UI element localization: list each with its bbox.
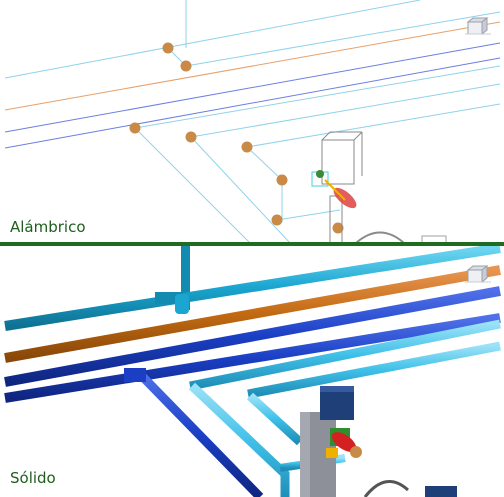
wire-pipe-blue-2 <box>4 57 501 149</box>
fitting-sphere <box>129 122 141 134</box>
solid-pipe-blue-1 <box>4 286 501 387</box>
fitting-sphere <box>271 214 283 226</box>
wire-equipment <box>321 131 363 243</box>
solid-pipe-blue-branch <box>136 370 264 497</box>
solid-blue-fitting <box>124 368 146 382</box>
wire-pipe-4 <box>246 103 501 148</box>
fitting-spheres <box>129 42 344 234</box>
solid-box <box>425 486 457 497</box>
solid-view-label: Sólido <box>10 469 56 487</box>
wireframe-viewport[interactable]: Alámbrico <box>0 0 504 243</box>
solid-ring <box>363 480 410 497</box>
wire-pipe-orange <box>4 21 501 111</box>
solid-drawing <box>4 246 501 497</box>
wire-pipe-2 <box>134 65 501 129</box>
fitting-sphere <box>185 131 197 143</box>
fitting-sphere <box>241 141 253 153</box>
wire-valve <box>311 170 357 209</box>
viewport-divider[interactable] <box>0 242 504 246</box>
solid-drop-tee <box>175 294 189 314</box>
solid-pipe-orange <box>4 265 501 363</box>
wire-box <box>421 235 447 243</box>
wire-pipe-1c <box>185 11 501 67</box>
wire-pipe-2b <box>134 127 251 243</box>
wire-pipe-3 <box>190 83 501 138</box>
solid-pipe-blue-2 <box>4 313 501 403</box>
fitting-sphere <box>332 222 344 234</box>
solid-pipe-light-1 <box>189 319 501 391</box>
fitting-sphere <box>162 42 174 54</box>
solid-equipment <box>300 386 362 497</box>
wire-pipe-blue-1 <box>4 42 501 133</box>
wireframe-drawing <box>4 0 501 243</box>
view-cube-icon <box>465 264 491 284</box>
wire-pipe-5 <box>276 209 341 221</box>
solid-viewport[interactable]: Sólido <box>0 246 504 497</box>
fitting-sphere <box>180 60 192 72</box>
view-cube-icon <box>465 16 491 36</box>
wireframe-view-label: Alámbrico <box>10 218 86 236</box>
solid-pipe-cyan <box>4 246 501 331</box>
solid-pipe-light-1b <box>188 382 290 497</box>
solid-vertical-pipe <box>181 246 190 310</box>
solid-pipe-light-2b <box>246 392 304 446</box>
fitting-sphere <box>276 174 288 186</box>
solid-pipe-light-2 <box>247 341 501 399</box>
wire-pipe-4b <box>246 146 283 181</box>
wire-ring <box>355 231 405 243</box>
wire-pipe-1 <box>4 0 421 79</box>
wire-pipe-3b <box>190 136 291 243</box>
